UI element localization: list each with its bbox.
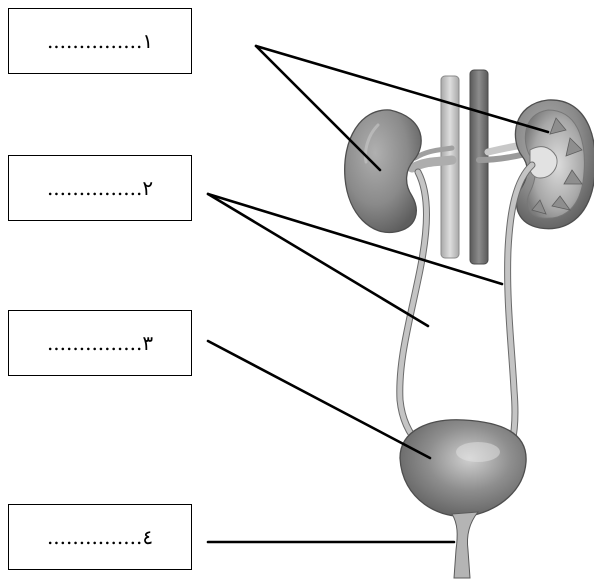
renal-pyramids [531,117,583,215]
pointer-2b [206,192,504,286]
pointer-3 [206,339,432,460]
label-box-3[interactable]: ...............٣ [8,310,192,376]
aorta [469,69,489,265]
label-3-text: ...............٣ [46,331,154,355]
label-1-text: ...............١ [46,29,154,53]
label-box-4[interactable]: ...............٤ [8,504,192,570]
ureters [396,161,536,449]
urethra [451,511,480,579]
pointer-lines [206,44,550,544]
bladder [399,419,527,518]
label-box-2[interactable]: ...............٢ [8,155,192,221]
label-box-1[interactable]: ...............١ [8,8,192,74]
label-4-text: ...............٤ [46,525,154,549]
pointer-2a [206,192,430,328]
pointer-1b [254,44,550,134]
vena-cava [440,75,460,259]
pointer-1a [254,44,382,172]
kidney-right-cross-section [514,99,594,230]
label-2-text: ...............٢ [46,176,154,200]
great-vessels [440,69,489,265]
kidney-left [344,109,422,234]
